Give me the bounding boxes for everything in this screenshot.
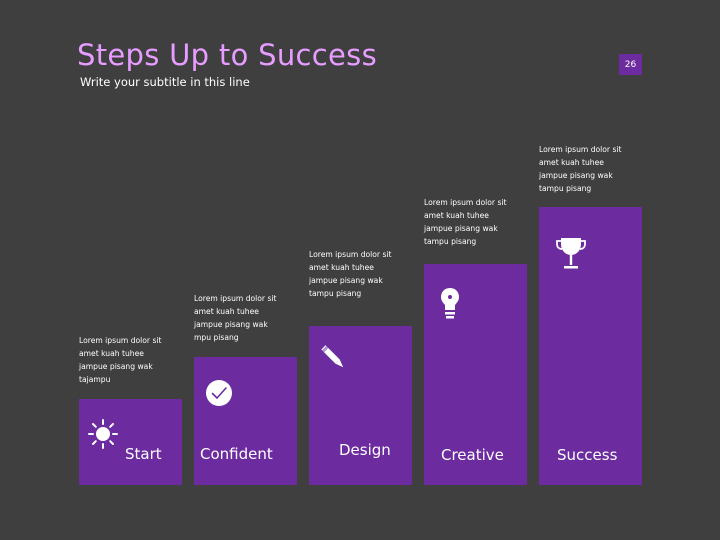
step-bar-creative: Creative bbox=[424, 264, 527, 485]
step-label-creative: Creative bbox=[441, 446, 504, 464]
step-description-creative: Lorem ipsum dolor sit amet kuah tuhee ja… bbox=[424, 198, 507, 246]
step-description-success: Lorem ipsum dolor sit amet kuah tuhee ja… bbox=[539, 145, 622, 193]
lightbulb-icon bbox=[441, 288, 459, 319]
step-bar-start: Start bbox=[79, 399, 182, 485]
page-number-badge: 26 bbox=[619, 54, 642, 75]
step-label-start: Start bbox=[125, 445, 162, 463]
step-label-confident: Confident bbox=[200, 445, 273, 463]
pencil-icon bbox=[321, 345, 344, 368]
step-bar-design: Design bbox=[309, 326, 412, 485]
step-label-success: Success bbox=[557, 446, 618, 464]
step-label-design: Design bbox=[339, 441, 391, 459]
page-title: Steps Up to Success bbox=[77, 38, 377, 72]
step-bar-confident: Confident bbox=[194, 357, 297, 485]
step-description-start: Lorem ipsum dolor sit amet kuah tuhee ja… bbox=[79, 336, 162, 384]
sun-icon bbox=[88, 419, 118, 449]
step-bar-success: Success bbox=[539, 207, 642, 485]
step-description-confident: Lorem ipsum dolor sit amet kuah tuhee ja… bbox=[194, 294, 277, 342]
page-subtitle: Write your subtitle in this line bbox=[80, 75, 250, 89]
checkmark-circle-icon bbox=[206, 380, 232, 406]
trophy-icon bbox=[556, 238, 586, 269]
step-description-design: Lorem ipsum dolor sit amet kuah tuhee ja… bbox=[309, 250, 392, 298]
